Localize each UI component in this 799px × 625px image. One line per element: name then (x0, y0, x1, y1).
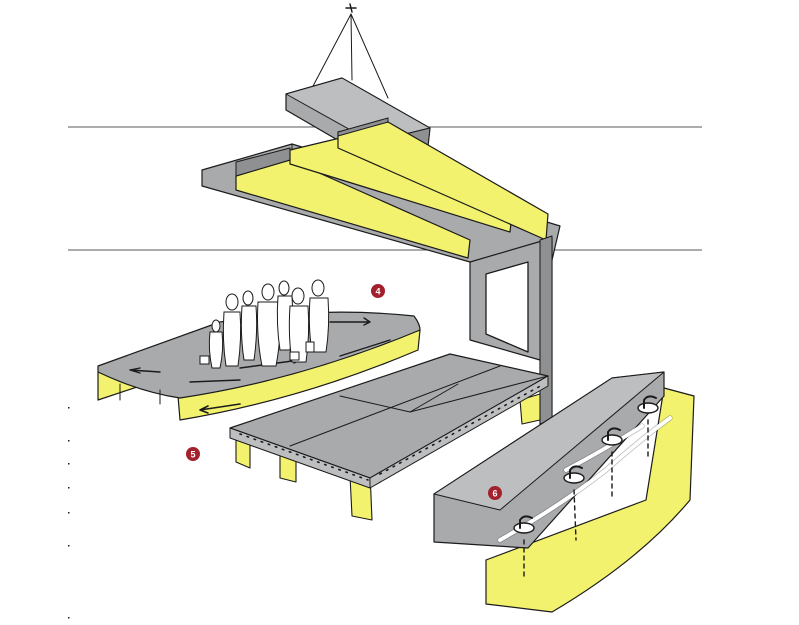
canopy-roof-with-light-beams (201, 117, 561, 263)
faucet-icon (513, 515, 535, 534)
faucet-icon (637, 395, 659, 414)
raised-floor-platform (229, 353, 549, 521)
marker-4-circle (371, 284, 385, 298)
people-group (199, 279, 330, 369)
faucet-icon (601, 427, 623, 446)
faucet-icon (563, 465, 585, 484)
counter-with-faucets (433, 371, 695, 613)
marker-6: 6 (488, 486, 502, 500)
marker-6-label: 6 (492, 489, 497, 499)
wall-column-with-window (469, 235, 553, 425)
left-tick-marks (68, 407, 70, 619)
curved-moving-walkway-with-people (97, 279, 421, 421)
marker-4: 4 (371, 284, 385, 298)
marker-5-circle (186, 447, 200, 461)
marker-5: 5 (186, 447, 200, 461)
marker-4-label: 4 (375, 287, 380, 297)
marker-6-circle (488, 486, 502, 500)
marker-5-label: 5 (190, 450, 195, 460)
